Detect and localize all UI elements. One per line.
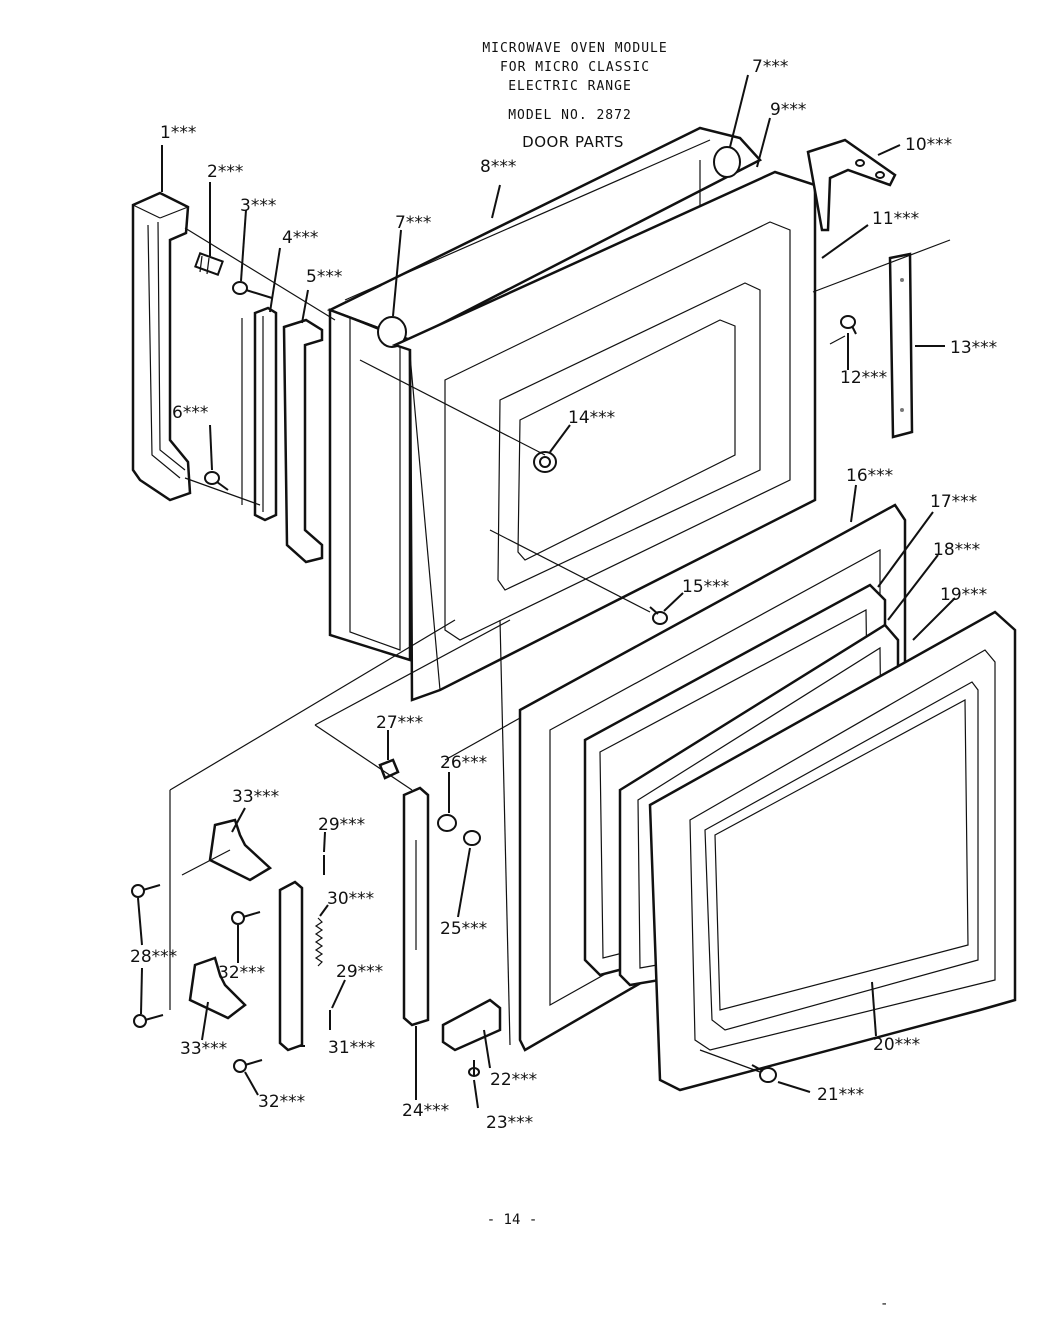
callout-30: 30*** xyxy=(327,889,374,909)
part-32-screw-top xyxy=(231,911,261,925)
callout-4: 4*** xyxy=(282,228,318,248)
part-27-clip xyxy=(378,758,400,780)
callout-26: 26*** xyxy=(440,753,487,773)
callout-21: 21*** xyxy=(817,1085,864,1105)
callout-16: 16*** xyxy=(846,466,893,486)
assembly-lines xyxy=(169,227,951,1073)
section-title: DOOR PARTS xyxy=(522,133,624,151)
part-24-latch-bar xyxy=(402,786,430,1027)
part-13-strip xyxy=(888,252,914,439)
callout-24: 24*** xyxy=(402,1101,449,1121)
part-14-fastener xyxy=(533,451,557,473)
part-28-screw-top xyxy=(131,884,161,898)
callout-1: 1*** xyxy=(160,123,196,143)
header-line-1: MICROWAVE OVEN MODULE xyxy=(482,41,667,56)
callout-29-bottom: 29*** xyxy=(336,962,383,982)
callout-32-top: 32*** xyxy=(218,963,265,983)
footer-mark: - xyxy=(880,1296,888,1312)
part-33-latch-bottom xyxy=(188,956,247,1020)
callout-18: 18*** xyxy=(933,540,980,560)
callout-11: 11*** xyxy=(872,209,919,229)
callout-27: 27*** xyxy=(376,713,423,733)
callout-19: 19*** xyxy=(940,585,987,605)
part-30-spring xyxy=(314,917,324,967)
callout-12: 12*** xyxy=(840,368,887,388)
part-23-pin xyxy=(468,1060,480,1077)
callout-29-top: 29*** xyxy=(318,815,365,835)
callout-22: 22*** xyxy=(490,1070,537,1090)
part-12-pin xyxy=(840,315,857,335)
header-line-2: FOR MICRO CLASSIC xyxy=(500,60,650,75)
callout-32-bottom: 32*** xyxy=(258,1092,305,1112)
callout-9: 9*** xyxy=(770,100,806,120)
part-32-screw-bottom xyxy=(233,1059,263,1073)
callout-5: 5*** xyxy=(306,267,342,287)
callout-3: 3*** xyxy=(240,196,276,216)
part-5-trim xyxy=(282,318,324,564)
part-26-washer xyxy=(437,814,457,832)
callout-14: 14*** xyxy=(568,408,615,428)
part-4-insert xyxy=(241,306,278,522)
callout-28: 28*** xyxy=(130,947,177,967)
callout-33-bottom: 33*** xyxy=(180,1039,227,1059)
callout-17: 17*** xyxy=(930,492,977,512)
callout-23: 23*** xyxy=(486,1113,533,1133)
part-6-screw xyxy=(204,471,229,491)
header-line-3: ELECTRIC RANGE xyxy=(508,79,632,94)
leader-lines xyxy=(137,74,956,1109)
callout-33-top: 33*** xyxy=(232,787,279,807)
part-2-clip xyxy=(194,252,224,276)
page-number: - 14 - xyxy=(487,1212,538,1228)
part-15-screw xyxy=(649,606,668,625)
callout-2: 2*** xyxy=(207,162,243,182)
callout-7-left: 7*** xyxy=(395,213,431,233)
part-8-door-frame xyxy=(326,126,763,662)
part-25-roller xyxy=(463,830,481,846)
callout-13: 13*** xyxy=(950,338,997,358)
model-number: MODEL NO. 2872 xyxy=(508,108,632,123)
callout-7-right: 7*** xyxy=(752,57,788,77)
part-28-screw-bottom xyxy=(133,1014,164,1028)
part-22-hinge xyxy=(441,998,502,1052)
part-19-glass-frame xyxy=(648,610,1017,1092)
callout-31: 31*** xyxy=(328,1038,375,1058)
part-31-latch-plate xyxy=(278,880,304,1052)
callout-25: 25*** xyxy=(440,919,487,939)
part-3-screw xyxy=(232,281,273,299)
callout-6: 6*** xyxy=(172,403,208,423)
part-21-screw xyxy=(751,1064,777,1083)
callout-15: 15*** xyxy=(682,577,729,597)
callout-10: 10*** xyxy=(905,135,952,155)
part-33-latch-top xyxy=(208,818,273,882)
callout-8: 8*** xyxy=(480,157,516,177)
part-10-bracket xyxy=(806,138,897,232)
callout-20: 20*** xyxy=(873,1035,920,1055)
callout-labels: 1*** 2*** 3*** 4*** 5*** 6*** 7*** 7*** … xyxy=(130,57,997,1133)
diagram-header: MICROWAVE OVEN MODULE FOR MICRO CLASSIC … xyxy=(482,41,667,151)
part-9-inner-frame xyxy=(391,146,817,702)
part-1-handle xyxy=(131,191,192,502)
